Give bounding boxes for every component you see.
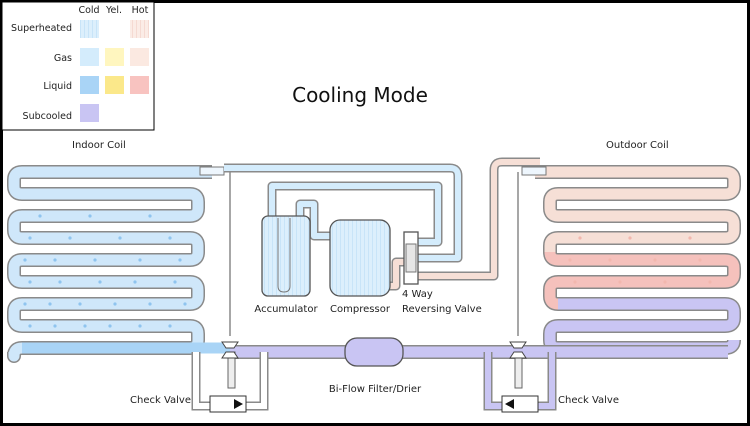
accumulator-label: Accumulator xyxy=(254,304,318,315)
swatch-gas-yel xyxy=(105,48,124,66)
indoor-coil-label: Indoor Coil xyxy=(72,140,126,151)
swatch-subcooled-cold xyxy=(80,104,99,122)
refrigerant-piping xyxy=(224,157,540,291)
compressor xyxy=(329,219,391,297)
legend-row-superheated: Superheated xyxy=(11,23,72,34)
swatch-gas-hot xyxy=(130,48,149,66)
filter-drier-label: Bi-Flow Filter/Drier xyxy=(329,384,422,395)
legend-col-yel: Yel. xyxy=(105,5,122,16)
check-valve-left xyxy=(191,351,269,413)
metering-device-outdoor xyxy=(509,341,527,359)
reversing-valve-label-line2: Reversing Valve xyxy=(402,304,482,315)
compressor-label: Compressor xyxy=(330,304,391,315)
check-valve-right xyxy=(483,351,557,413)
swatch-liquid-cold xyxy=(80,76,99,94)
legend-col-cold: Cold xyxy=(78,5,99,16)
outdoor-coil-label: Outdoor Coil xyxy=(606,140,669,151)
legend-row-gas: Gas xyxy=(54,53,72,64)
swatch-superheated-hot xyxy=(130,20,149,38)
swatch-superheated-cold xyxy=(80,20,99,38)
reversing-valve-label-line1: 4 Way xyxy=(402,289,433,300)
check-valve-left-label: Check Valve xyxy=(130,395,191,406)
accumulator xyxy=(261,215,311,297)
legend-row-liquid: Liquid xyxy=(43,81,72,92)
indoor-coil xyxy=(7,165,230,363)
outdoor-coil xyxy=(535,165,741,355)
filter-drier xyxy=(344,337,404,367)
metering-device-indoor xyxy=(221,341,239,359)
reversing-valve xyxy=(403,231,419,285)
swatch-gas-cold xyxy=(80,48,99,66)
check-valve-right-label: Check Valve xyxy=(558,395,619,406)
legend-col-hot: Hot xyxy=(132,5,149,16)
swatch-liquid-yel xyxy=(105,76,124,94)
legend: Cold Yel. Hot Superheated Gas Liquid Sub… xyxy=(1,1,155,131)
swatch-liquid-hot xyxy=(130,76,149,94)
diagram-title: Cooling Mode xyxy=(292,83,428,107)
legend-row-subcooled: Subcooled xyxy=(23,111,72,122)
